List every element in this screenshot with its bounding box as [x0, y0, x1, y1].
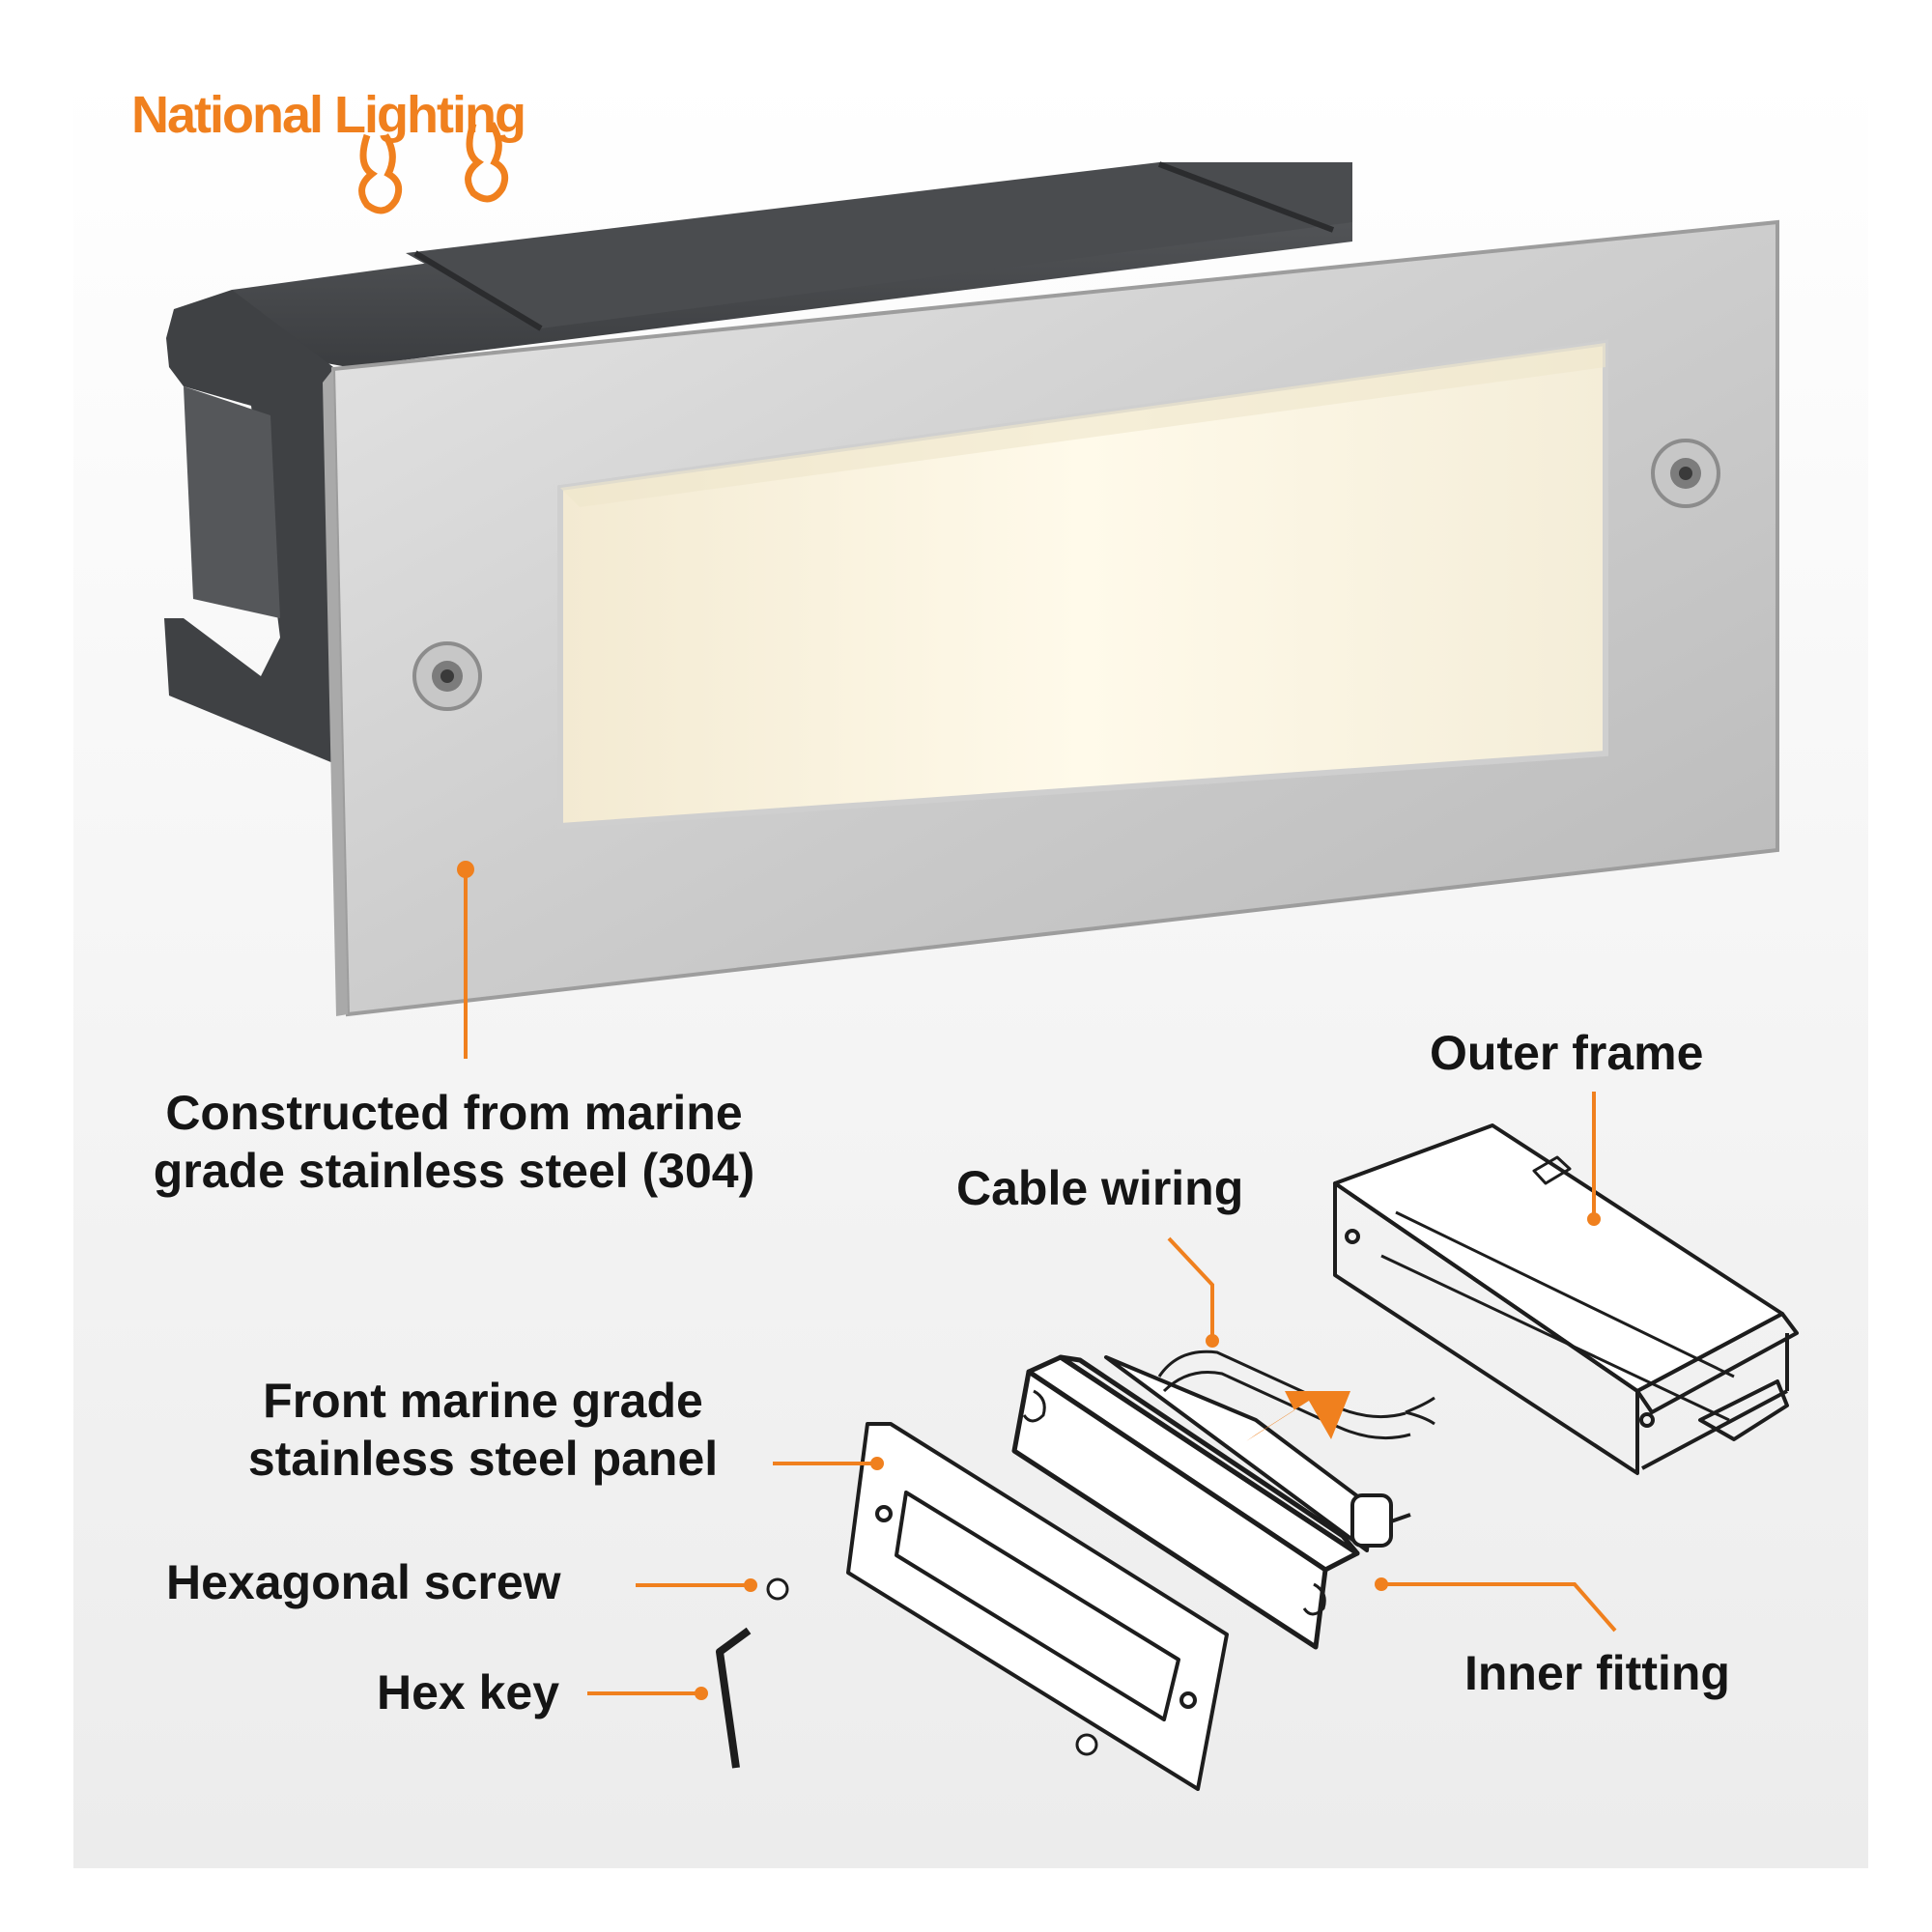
hexagonal-screw-label: Hexagonal screw [166, 1555, 561, 1609]
cable-wiring-drawing [1157, 1350, 1435, 1440]
front-panel-label: Front marine grade stainless steel panel [247, 1374, 719, 1486]
housing-top-ridge [406, 162, 1352, 328]
faceplate-screw-left [412, 641, 482, 711]
logo-bulb-icon [358, 122, 509, 214]
inner-fitting-label: Inner fitting [1464, 1646, 1730, 1700]
faceplate-screw-right [1651, 439, 1720, 508]
inner-fitting-drawing [1011, 1354, 1411, 1650]
hexagonal-screw-drawing [766, 1577, 1098, 1756]
material-label: Constructed from marine grade stainless … [153, 1086, 755, 1198]
front-panel-drawing [846, 1422, 1229, 1791]
outer-frame-drawing [1333, 1123, 1799, 1475]
brand-logo: National Lighting [131, 86, 526, 144]
cable-wiring-label: Cable wiring [956, 1161, 1244, 1215]
insertion-arrow-icon [1246, 1391, 1350, 1441]
hex-key-drawing [716, 1627, 752, 1769]
callout-leaders [457, 861, 1617, 1700]
hex-key-label: Hex key [377, 1665, 560, 1719]
housing-side-bracket [164, 290, 333, 763]
outer-frame-label: Outer frame [1430, 1026, 1704, 1080]
brick-light-photo [164, 161, 1779, 1017]
